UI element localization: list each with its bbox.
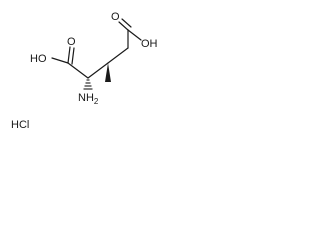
- bond-c5-oh: [127, 29, 142, 41]
- stereo-bonds: [83, 63, 111, 90]
- label-ho-left: HO: [30, 53, 47, 65]
- bond-layer: [51, 18, 142, 79]
- label-hcl: HCl: [11, 119, 29, 131]
- hashed-wedge-c2-nh2: [83, 79, 93, 90]
- label-o-right: O: [111, 11, 120, 23]
- label-o-left: O: [67, 36, 76, 48]
- bond-c2-c3: [87, 62, 109, 79]
- label-nh2: NH2: [78, 92, 99, 106]
- bond-c3-c4: [107, 47, 129, 64]
- bond-c1-oh: [51, 57, 69, 64]
- label-nh2-subscript: 2: [94, 97, 99, 106]
- bond-c5-o-double-a: [118, 21, 129, 31]
- bond-c5-o-double-b: [121, 18, 132, 28]
- label-oh-right: OH: [141, 38, 158, 50]
- bond-c1-o-double-b: [71, 47, 75, 65]
- bond-c1-o-double-a: [67, 46, 71, 64]
- atom-labels: HO O O OH NH2 HCl: [11, 11, 158, 131]
- chemical-structure-diagram: HO O O OH NH2 HCl: [11, 11, 158, 131]
- solid-wedge-c3-methyl: [105, 63, 111, 82]
- label-nh: NH: [78, 92, 94, 104]
- bond-c1-c2: [67, 62, 89, 79]
